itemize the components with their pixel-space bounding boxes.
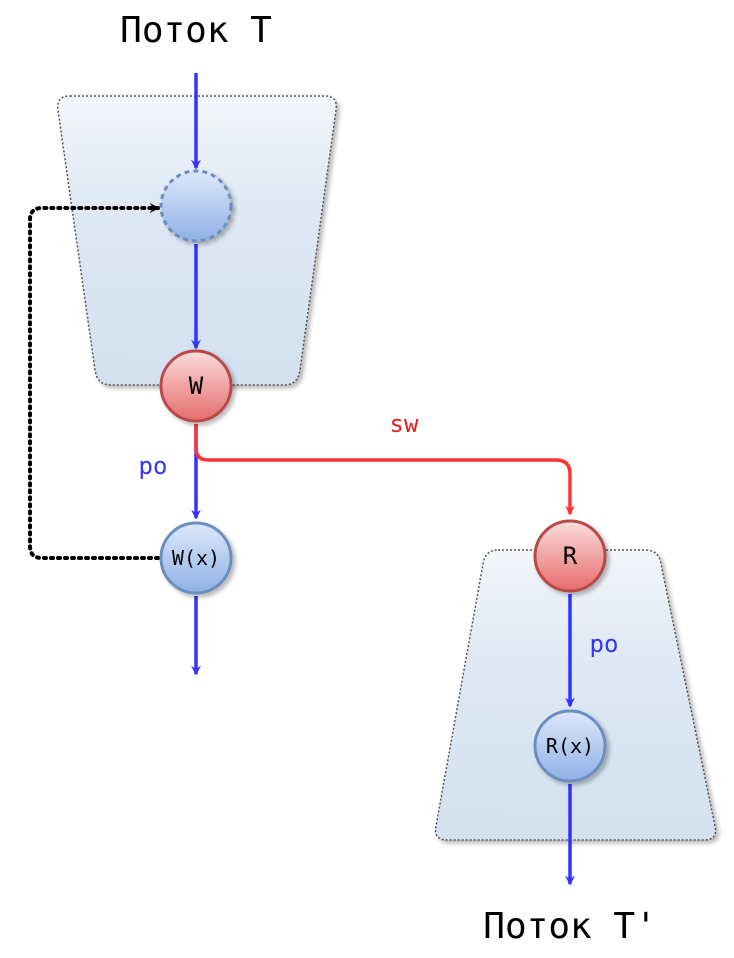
thread-t-title: Поток T <box>120 10 272 51</box>
thread-t-prime-region <box>434 549 717 841</box>
sw-label: sw <box>390 410 419 438</box>
wx-node: W(x) <box>159 521 233 595</box>
dotted-back-edge <box>28 203 160 560</box>
w-node-label: W <box>189 372 204 400</box>
rx-node-label: R(x) <box>546 734 594 758</box>
hidden-node <box>159 169 233 243</box>
w-node: W <box>159 349 233 423</box>
po-label-right: po <box>590 630 619 658</box>
thread-t-prime-title: Поток T' <box>483 906 656 947</box>
po-label-left: po <box>139 452 168 480</box>
r-node-label: R <box>563 542 578 570</box>
wx-node-label: W(x) <box>172 546 220 570</box>
sw-edge <box>194 424 575 516</box>
rx-node: R(x) <box>533 709 607 783</box>
r-node: R <box>533 519 607 593</box>
